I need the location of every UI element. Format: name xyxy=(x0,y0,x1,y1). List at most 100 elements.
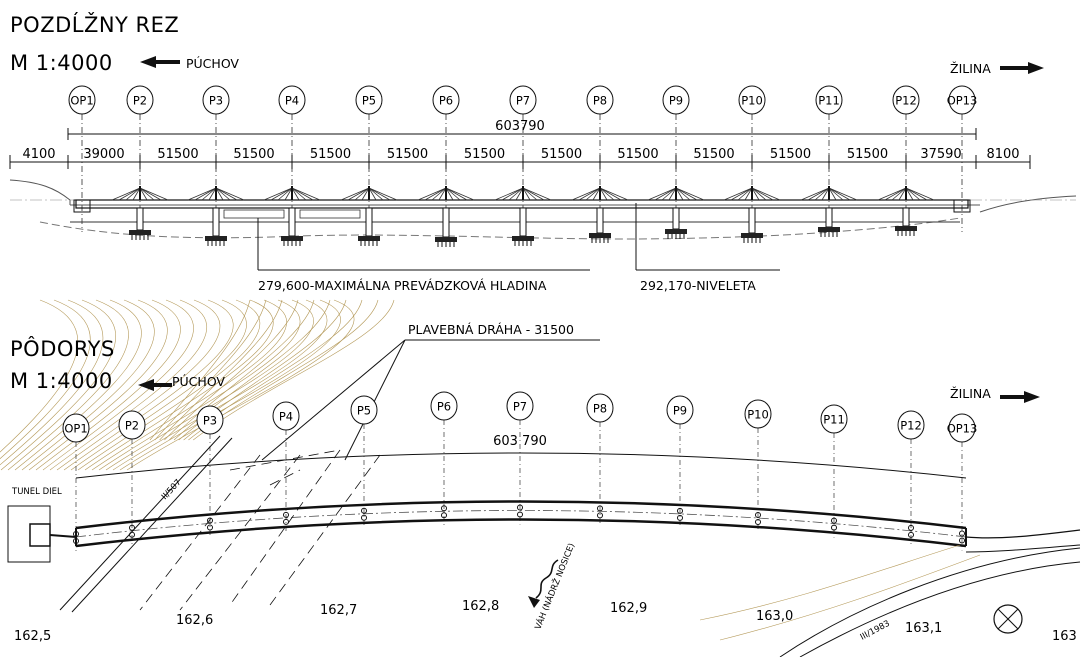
plan-pier xyxy=(441,505,447,519)
span-label: 51500 xyxy=(541,147,582,162)
axis-label: P6 xyxy=(439,94,453,108)
north-arrow-icon xyxy=(993,604,1023,634)
pier xyxy=(800,186,858,237)
axis-label: P11 xyxy=(818,94,840,108)
plan-axis-p2: P2 xyxy=(118,410,146,545)
bridge-deck xyxy=(75,199,969,209)
axis-label: OP1 xyxy=(64,422,87,436)
plan-axis-p12: P12 xyxy=(897,410,925,545)
plan-axis-p6: P6 xyxy=(430,391,458,526)
axis-label: P4 xyxy=(285,94,299,108)
tunnel-label: TUNEL DIEL xyxy=(11,487,62,497)
arrow-right-icon xyxy=(1000,62,1044,74)
pier xyxy=(417,186,475,247)
chainage-0: 162,5 xyxy=(14,629,51,644)
pier xyxy=(877,186,935,236)
chainage-1: 162,6 xyxy=(176,613,213,628)
plan-direction-left: PÚCHOV xyxy=(138,374,225,391)
elevation-dir-right-label: ŽILINA xyxy=(950,61,991,76)
arrow-left-icon xyxy=(138,379,172,391)
elevation-axis-p5: P5 xyxy=(355,85,383,232)
elevation-axis-p2: P2 xyxy=(126,85,154,232)
axis-label: P8 xyxy=(593,402,607,416)
elevation-axis-p4: P4 xyxy=(278,85,306,232)
span-label: 51500 xyxy=(617,147,658,162)
span-label: 51500 xyxy=(157,147,198,162)
pier xyxy=(647,186,705,239)
elevation-direction-left: PÚCHOV xyxy=(140,56,239,71)
axis-label: P9 xyxy=(669,94,683,108)
pier xyxy=(187,186,245,246)
road-label-2: III/1983 xyxy=(859,619,892,643)
terrain-line xyxy=(9,179,1077,213)
plan-total-length: 603 790 xyxy=(493,434,547,449)
span-label: 51500 xyxy=(233,147,274,162)
plan-title: PÔDORYS xyxy=(10,336,115,361)
axis-label: P8 xyxy=(593,94,607,108)
chainage-5: 163,0 xyxy=(756,609,793,624)
plan-axis-p10: P10 xyxy=(744,399,772,533)
plan-pier xyxy=(597,505,603,519)
plan-pier xyxy=(207,517,213,531)
chainage-2: 162,7 xyxy=(320,603,357,618)
axis-label: P4 xyxy=(279,410,293,424)
elevation-axis-p9: P9 xyxy=(662,85,690,232)
axis-label: P6 xyxy=(437,400,451,414)
span-label: 51500 xyxy=(387,147,428,162)
plan-axis-p11: P11 xyxy=(820,404,848,538)
water-level-label: 279,600-MAXIMÁLNA PREVÁDZKOVÁ HLADINA xyxy=(258,278,547,293)
arrow-right-icon xyxy=(1000,391,1040,403)
plan-axis-op1: OP1 xyxy=(62,413,90,551)
elevation-dir-left-label: PÚCHOV xyxy=(186,56,239,71)
axis-label: P10 xyxy=(747,408,769,422)
plan-section: PÔDORYS M 1:4000 PÚCHOV ŽILINA PLAVEBNÁ … xyxy=(0,299,1081,657)
bridge-deck-edge-north xyxy=(75,500,967,530)
channel-lines xyxy=(139,449,381,611)
axis-label: P3 xyxy=(203,414,217,428)
elevation-axis-p12: P12 xyxy=(892,85,920,232)
plan-axis-p9: P9 xyxy=(666,395,694,528)
plan-axis-op13: OP13 xyxy=(947,413,977,551)
pier xyxy=(263,186,321,246)
tunnel-portal xyxy=(7,505,51,563)
chainage-4: 162,9 xyxy=(610,601,647,616)
span-label: 51500 xyxy=(310,147,351,162)
pier xyxy=(494,186,552,246)
river-flow-icon xyxy=(535,559,559,599)
axis-label: P10 xyxy=(741,94,763,108)
chainage-6: 163,1 xyxy=(905,621,942,636)
grade-label: 292,170-NIVELETA xyxy=(640,278,756,293)
span-label: 51500 xyxy=(464,147,505,162)
axis-label: P12 xyxy=(895,94,917,108)
plan-pier xyxy=(517,504,523,518)
axis-label: P5 xyxy=(357,404,371,418)
elevation-total-length: 603790 xyxy=(495,119,545,134)
span-label: 37590 xyxy=(920,147,961,162)
span-label: 8100 xyxy=(986,147,1019,162)
pier xyxy=(723,186,781,243)
elevation-axis-op1: OP1 xyxy=(68,85,96,232)
axis-label: P5 xyxy=(362,94,376,108)
elevation-axis-p6: P6 xyxy=(432,85,460,232)
plan-piers xyxy=(73,504,965,544)
elevation-axis-p7: P7 xyxy=(509,85,537,232)
axis-label: P11 xyxy=(823,413,845,427)
plan-pier xyxy=(361,507,367,521)
elevation-axis-p3: P3 xyxy=(202,85,230,232)
plan-pier xyxy=(959,530,965,544)
elevation-axis-p8: P8 xyxy=(586,85,614,232)
span-label: 51500 xyxy=(847,147,888,162)
plan-direction-right: ŽILINA xyxy=(950,386,1040,403)
axis-label: P2 xyxy=(125,419,139,433)
elevation-direction-right: ŽILINA xyxy=(950,61,1044,76)
pier xyxy=(571,186,629,243)
chainage-7: 163 xyxy=(1052,629,1077,644)
plan-dir-left-label: PÚCHOV xyxy=(172,374,225,389)
navigation-channel-label: PLAVEBNÁ DRÁHA - 31500 xyxy=(408,322,574,337)
road-ii507 xyxy=(59,435,221,611)
